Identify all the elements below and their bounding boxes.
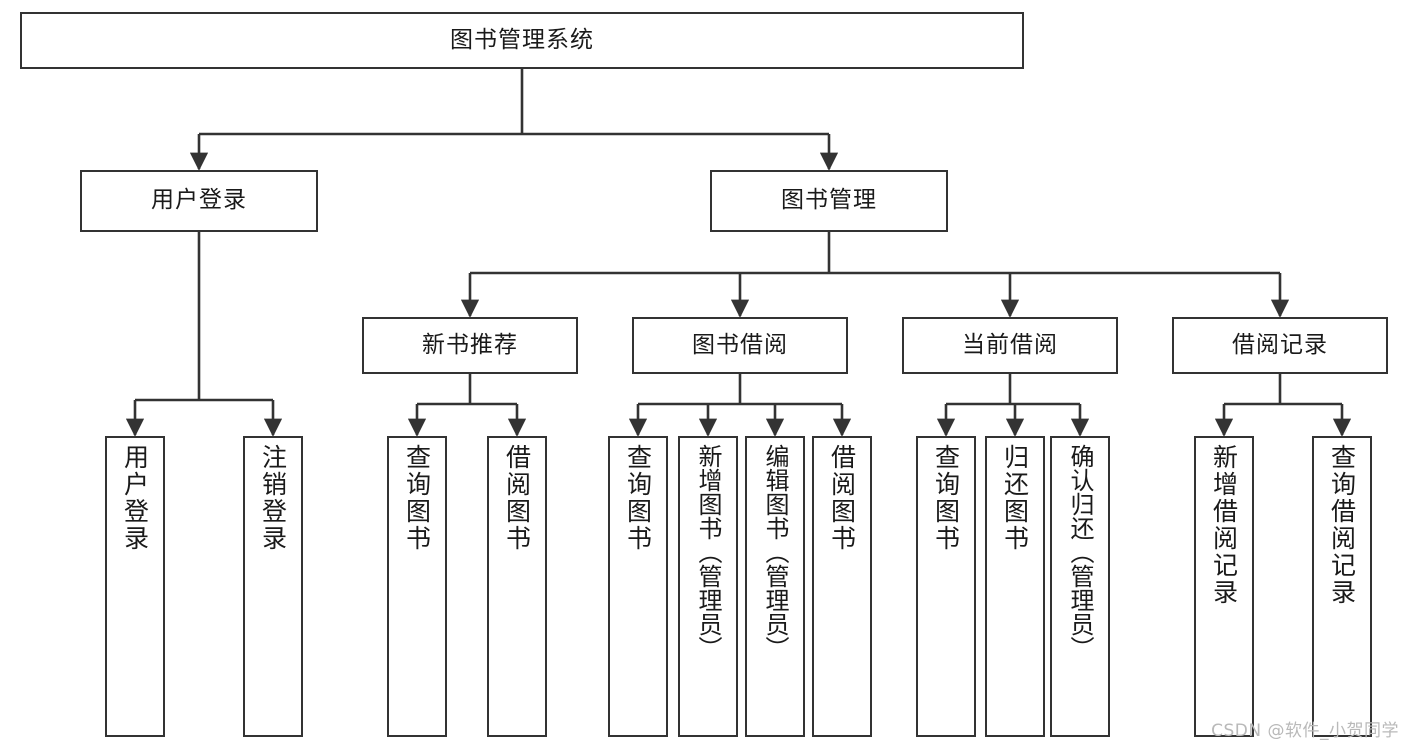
- node-book-borrow[interactable]: 图书借阅: [632, 317, 848, 374]
- node-label: 当前借阅: [962, 331, 1058, 358]
- node-leaf-add-borrow-record[interactable]: 新增借阅记录: [1194, 436, 1254, 737]
- node-user-login[interactable]: 用户登录: [80, 170, 318, 232]
- edges-group: [125, 69, 1352, 437]
- node-leaf-query-book-current[interactable]: 查询图书: [916, 436, 976, 737]
- node-label: 用户登录: [120, 444, 150, 552]
- node-label: 编辑图书（管理员）: [761, 444, 789, 660]
- node-leaf-borrow-book[interactable]: 借阅图书: [812, 436, 872, 737]
- node-leaf-user-logout[interactable]: 注销登录: [243, 436, 303, 737]
- node-root[interactable]: 图书管理系统: [20, 12, 1024, 69]
- node-label: 图书管理系统: [450, 26, 594, 53]
- node-leaf-query-borrow-record[interactable]: 查询借阅记录: [1312, 436, 1372, 737]
- node-label: 借阅图书: [502, 444, 532, 552]
- node-label: 查询图书: [931, 444, 961, 552]
- node-label: 借阅记录: [1232, 331, 1328, 358]
- node-leaf-return-book[interactable]: 归还图书: [985, 436, 1045, 737]
- watermark-label: CSDN @软件_小贺同学: [1211, 721, 1399, 741]
- node-label: 图书借阅: [692, 331, 788, 358]
- node-label: 确认归还（管理员）: [1066, 444, 1094, 660]
- node-leaf-borrow-book-rec[interactable]: 借阅图书: [487, 436, 547, 737]
- node-leaf-query-book-rec[interactable]: 查询图书: [387, 436, 447, 737]
- node-leaf-query-book-borrow[interactable]: 查询图书: [608, 436, 668, 737]
- node-label: 查询借阅记录: [1327, 444, 1357, 606]
- node-leaf-confirm-return[interactable]: 确认归还（管理员）: [1050, 436, 1110, 737]
- node-borrow-record[interactable]: 借阅记录: [1172, 317, 1388, 374]
- node-book-manage[interactable]: 图书管理: [710, 170, 948, 232]
- node-label: 归还图书: [1000, 444, 1030, 552]
- node-current-borrow[interactable]: 当前借阅: [902, 317, 1118, 374]
- node-label: 新增借阅记录: [1209, 444, 1239, 606]
- node-label: 查询图书: [623, 444, 653, 552]
- node-label: 新增图书（管理员）: [694, 444, 722, 660]
- node-label: 新书推荐: [422, 331, 518, 358]
- node-leaf-user-login[interactable]: 用户登录: [105, 436, 165, 737]
- node-new-book-rec[interactable]: 新书推荐: [362, 317, 578, 374]
- node-label: 用户登录: [151, 187, 247, 214]
- node-leaf-edit-book[interactable]: 编辑图书（管理员）: [745, 436, 805, 737]
- node-leaf-add-book[interactable]: 新增图书（管理员）: [678, 436, 738, 737]
- node-label: 借阅图书: [827, 444, 857, 552]
- node-label: 查询图书: [402, 444, 432, 552]
- node-label: 注销登录: [258, 444, 288, 552]
- node-label: 图书管理: [781, 187, 877, 214]
